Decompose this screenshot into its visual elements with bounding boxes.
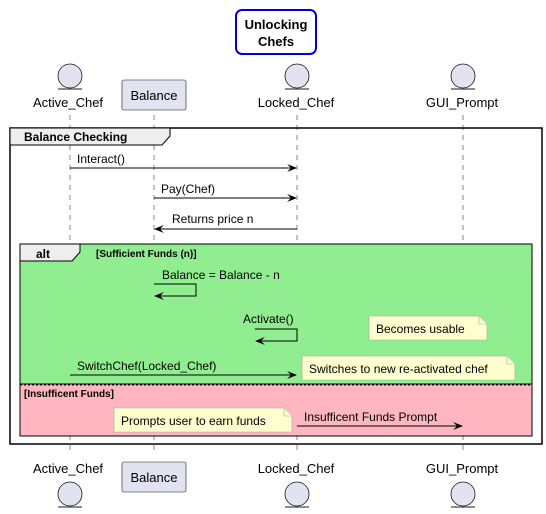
entity-icon-gui-prompt-top [450, 63, 476, 89]
entity-icon-active-chef-bottom [57, 481, 83, 507]
note-fold-prompts-user [283, 408, 292, 417]
entity-icon-locked-chef-top [284, 63, 310, 89]
note-text-prompts-user: Prompts user to earn funds [121, 414, 266, 428]
title-line-1: Unlocking [245, 17, 308, 32]
message-label-balance-update: Balance = Balance - n [162, 268, 280, 282]
note-fold-switches-chef [506, 356, 515, 365]
participant-label-active-chef-bottom: Active_Chef [33, 461, 103, 476]
participant-label-balance-top: Balance [131, 88, 178, 103]
message-arrow-balance-update [154, 283, 197, 300]
message-label-interact: Interact() [77, 152, 125, 166]
alt-condition: [Sufficient Funds (n)] [96, 249, 197, 260]
group-tab-balance-checking [9, 127, 171, 146]
message-label-activate: Activate() [243, 312, 294, 326]
note-becomes-usable [368, 315, 488, 341]
alt-tab [19, 243, 81, 262]
message-label-switch-chef: SwitchChef(Locked_Chef) [77, 359, 216, 373]
group-frame-balance-checking [9, 127, 543, 445]
entity-icon-active-chef-top [57, 63, 83, 89]
participant-box-balance-top [121, 79, 187, 111]
note-text-switches-chef: Switches to new re-activated chef [309, 362, 488, 376]
group-label-balance-checking: Balance Checking [24, 130, 127, 144]
participant-box-balance-bottom [121, 461, 187, 493]
message-label-pay: Pay(Chef) [161, 182, 215, 196]
alt-keyword: alt [36, 247, 50, 261]
participant-label-gui-prompt-bottom: GUI_Prompt [426, 461, 499, 476]
note-switches-chef [301, 355, 516, 381]
participant-label-locked-chef-top: Locked_Chef [258, 95, 335, 110]
message-arrow-activate [255, 328, 298, 345]
entity-icon-gui-prompt-bottom [450, 481, 476, 507]
alt-else-condition: [Insufficent Funds] [24, 389, 114, 400]
note-prompts-user [113, 407, 293, 433]
entity-icon-locked-chef-bottom [284, 481, 310, 507]
message-label-returns-price: Returns price n [172, 212, 253, 226]
participant-label-gui-prompt-top: GUI_Prompt [426, 95, 499, 110]
title-line-2: Chefs [258, 34, 294, 49]
participant-label-locked-chef-bottom: Locked_Chef [258, 461, 335, 476]
participant-label-balance-bottom: Balance [131, 470, 178, 485]
note-fold-becomes-usable [478, 316, 487, 325]
message-label-insufficient-prompt: Insufficent Funds Prompt [304, 410, 438, 424]
note-text-becomes-usable: Becomes usable [376, 322, 465, 336]
participant-label-active-chef-top: Active_Chef [33, 95, 103, 110]
title-box [235, 9, 317, 55]
